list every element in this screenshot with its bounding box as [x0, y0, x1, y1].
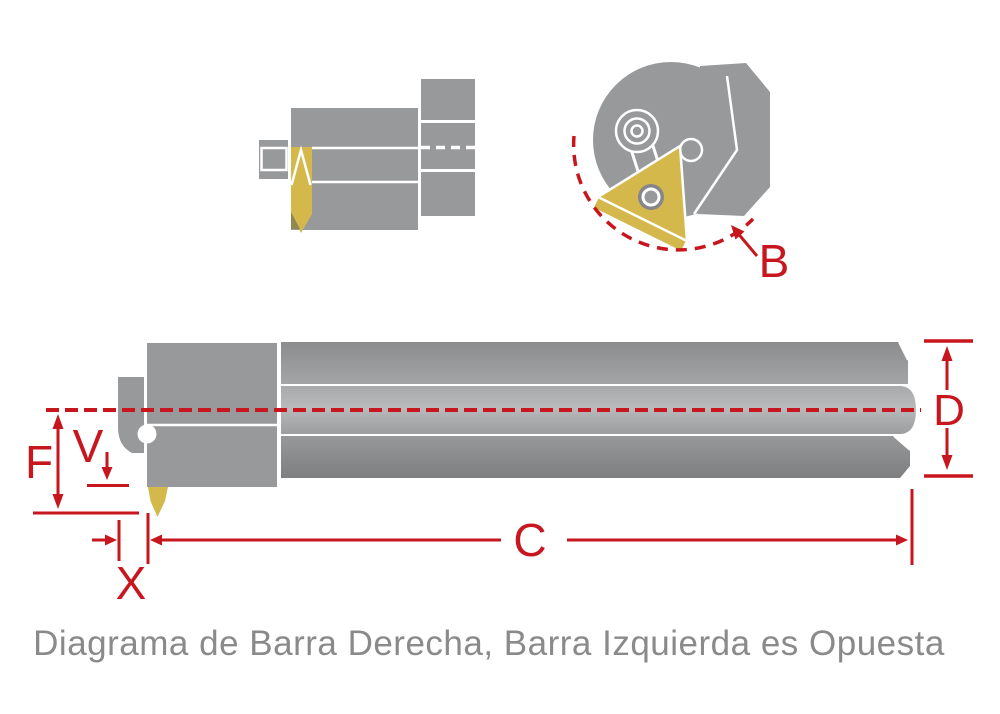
side-view-figure [259, 79, 475, 233]
diagram-caption: Diagrama de Barra Derecha, Barra Izquier… [33, 624, 945, 663]
dim-d-arrow-down [941, 455, 953, 470]
clamp-pivot-center [630, 124, 644, 138]
end-chamfer-bottom [893, 435, 911, 451]
clamp-pivot-ring [623, 117, 651, 145]
dim-c-arrow-left [150, 534, 162, 546]
pilot-stub-detail [260, 146, 288, 172]
insert-main-view [148, 487, 168, 517]
insert-tip-shadow [291, 212, 300, 229]
main-bar-figure [118, 341, 916, 517]
shank-block-bottom [421, 172, 475, 216]
end-view-figure: B [571, 62, 790, 287]
dim-label-x: X [116, 557, 147, 609]
dim-c-arrow-right [896, 534, 908, 546]
bar-band-top [281, 342, 908, 384]
insert-screw [641, 187, 661, 207]
end-chamfer-top [898, 341, 909, 361]
pilot-stub [259, 140, 288, 179]
shank-block-top [421, 79, 475, 120]
dim-label-v: V [73, 420, 104, 472]
clamp-pivot [614, 108, 660, 154]
tool-body-side [291, 108, 418, 230]
dim-f-arrow-up [52, 414, 64, 429]
bar-band-bottom [281, 436, 910, 478]
arc-arrow-head [731, 225, 745, 240]
insert-edge-outline [290, 145, 312, 186]
angle-arc-b [571, 135, 755, 252]
dim-x-arrow-head [105, 534, 117, 546]
dimension-annotations: F V X C D [25, 339, 973, 609]
dim-label-b: B [759, 235, 790, 287]
coolant-hole [678, 137, 704, 163]
dim-f-arrow-down [52, 494, 64, 509]
facet-boundary-line [692, 75, 739, 215]
head-prong [118, 377, 144, 453]
dim-label-c: C [513, 514, 546, 566]
dim-v-arrow-head [101, 467, 113, 480]
relief-notch [137, 424, 157, 444]
dim-label-f: F [25, 436, 53, 488]
dim-label-d: D [933, 386, 965, 435]
bar-head [147, 343, 277, 487]
dim-d-arrow-up [941, 346, 953, 361]
